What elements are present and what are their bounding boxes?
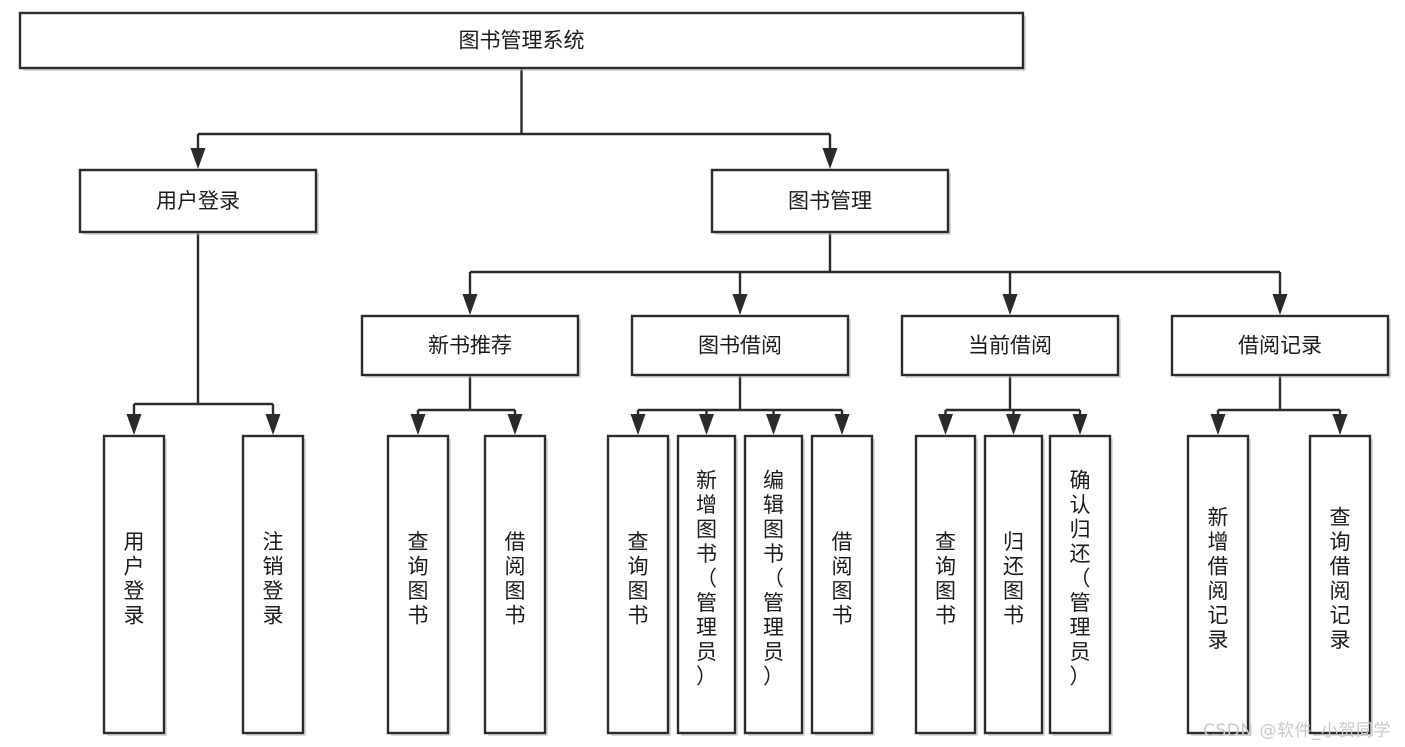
node-records[interactable]: 借阅记录	[1170, 314, 1391, 378]
node-leaf-bor-3[interactable]: 编辑图书（管理员）	[743, 434, 805, 736]
node-rect[interactable]	[241, 434, 305, 735]
watermark-label: CSDN @软件_小贺同学	[1203, 721, 1391, 741]
arrowhead-icon	[190, 148, 206, 169]
node-label: 查询图书	[408, 530, 429, 628]
node-rect[interactable]	[360, 314, 580, 377]
node-rect[interactable]	[1048, 434, 1112, 735]
node-layer: 图书管理系统用户登录图书管理新书推荐图书借阅当前借阅借阅记录用户登录注销登录查询…	[18, 11, 1391, 736]
node-newbook[interactable]: 新书推荐	[360, 314, 581, 378]
node-label: 图书管理系统	[459, 29, 585, 53]
node-leaf-bor-1[interactable]: 查询图书	[606, 434, 671, 736]
arrowhead-icon	[1210, 414, 1226, 435]
node-rect[interactable]	[1308, 434, 1372, 735]
node-label: 用户登录	[156, 189, 240, 213]
node-label: 编辑图书（管理员）	[763, 469, 784, 689]
node-leaf-bor-2[interactable]: 新增图书（管理员）	[676, 434, 738, 736]
node-rect[interactable]	[743, 434, 804, 735]
arrowhead-icon	[1272, 294, 1288, 315]
edge-group-bookmgr	[462, 232, 1288, 315]
arrowhead-icon	[1006, 414, 1021, 435]
node-label: 归还图书	[1003, 530, 1024, 628]
arrowhead-icon	[834, 414, 850, 435]
node-label: 新书推荐	[428, 334, 512, 358]
node-rect[interactable]	[676, 434, 737, 735]
arrowhead-icon	[410, 414, 426, 435]
node-label: 确认归还（管理员）	[1070, 469, 1091, 689]
node-rect[interactable]	[710, 168, 950, 234]
node-rect[interactable]	[1186, 434, 1250, 735]
node-borrow[interactable]: 图书借阅	[630, 314, 851, 378]
node-rect[interactable]	[900, 314, 1120, 377]
arrowhead-icon	[1332, 414, 1348, 435]
node-bookmgr[interactable]: 图书管理	[710, 168, 951, 235]
node-rect[interactable]	[102, 434, 166, 735]
node-leaf-new-2[interactable]: 借阅图书	[483, 434, 548, 736]
node-label: 查询图书	[935, 530, 956, 628]
arrowhead-icon	[126, 414, 142, 435]
node-label: 新增图书（管理员）	[696, 469, 717, 689]
edge-group-records	[1210, 375, 1348, 435]
arrowhead-icon	[938, 414, 953, 435]
edge-group-login	[126, 232, 281, 435]
arrowhead-icon	[462, 294, 478, 315]
node-label: 查询借阅记录	[1330, 505, 1351, 652]
arrowhead-icon	[822, 148, 838, 169]
node-current[interactable]: 当前借阅	[900, 314, 1121, 378]
node-label: 借阅图书	[832, 530, 853, 628]
node-rect[interactable]	[78, 168, 318, 234]
node-rect[interactable]	[483, 434, 547, 735]
arrowhead-icon	[732, 294, 748, 315]
edge-group-root	[190, 68, 838, 169]
node-label: 当前借阅	[968, 334, 1052, 358]
node-root[interactable]: 图书管理系统	[18, 11, 1026, 71]
node-rect[interactable]	[914, 434, 977, 735]
node-label: 查询图书	[628, 530, 649, 628]
node-leaf-cur-2[interactable]: 归还图书	[983, 434, 1045, 736]
edge-group-current	[938, 375, 1088, 435]
node-rect[interactable]	[386, 434, 450, 735]
arrowhead-icon	[1072, 414, 1088, 435]
node-rect[interactable]	[18, 11, 1025, 70]
node-leaf-login-1[interactable]: 用户登录	[102, 434, 167, 736]
node-rect[interactable]	[810, 434, 874, 735]
edge-layer	[126, 68, 1348, 435]
node-label: 注销登录	[263, 530, 284, 628]
node-label: 图书借阅	[698, 334, 782, 358]
node-label: 新增借阅记录	[1208, 505, 1229, 652]
node-leaf-login-2[interactable]: 注销登录	[241, 434, 306, 736]
node-leaf-bor-4[interactable]: 借阅图书	[810, 434, 875, 736]
node-rect[interactable]	[983, 434, 1044, 735]
node-rect[interactable]	[606, 434, 670, 735]
arrowhead-icon	[507, 414, 523, 435]
node-leaf-rec-2[interactable]: 查询借阅记录	[1308, 434, 1373, 736]
arrowhead-icon	[699, 414, 714, 435]
arrowhead-icon	[630, 414, 646, 435]
node-leaf-new-1[interactable]: 查询图书	[386, 434, 451, 736]
node-leaf-cur-1[interactable]: 查询图书	[914, 434, 978, 736]
arrowhead-icon	[1002, 294, 1018, 315]
node-rect[interactable]	[1170, 314, 1390, 377]
node-label: 借阅图书	[505, 530, 526, 628]
node-leaf-rec-1[interactable]: 新增借阅记录	[1186, 434, 1251, 736]
node-login[interactable]: 用户登录	[78, 168, 319, 235]
edge-group-borrow	[630, 375, 850, 435]
node-rect[interactable]	[630, 314, 850, 377]
edge-group-newbook	[410, 375, 523, 435]
arrowhead-icon	[265, 414, 281, 435]
node-label: 用户登录	[124, 530, 145, 628]
arrowhead-icon	[766, 414, 781, 435]
node-label: 借阅记录	[1238, 334, 1322, 358]
node-leaf-cur-3[interactable]: 确认归还（管理员）	[1048, 434, 1113, 736]
node-label: 图书管理	[788, 189, 872, 213]
